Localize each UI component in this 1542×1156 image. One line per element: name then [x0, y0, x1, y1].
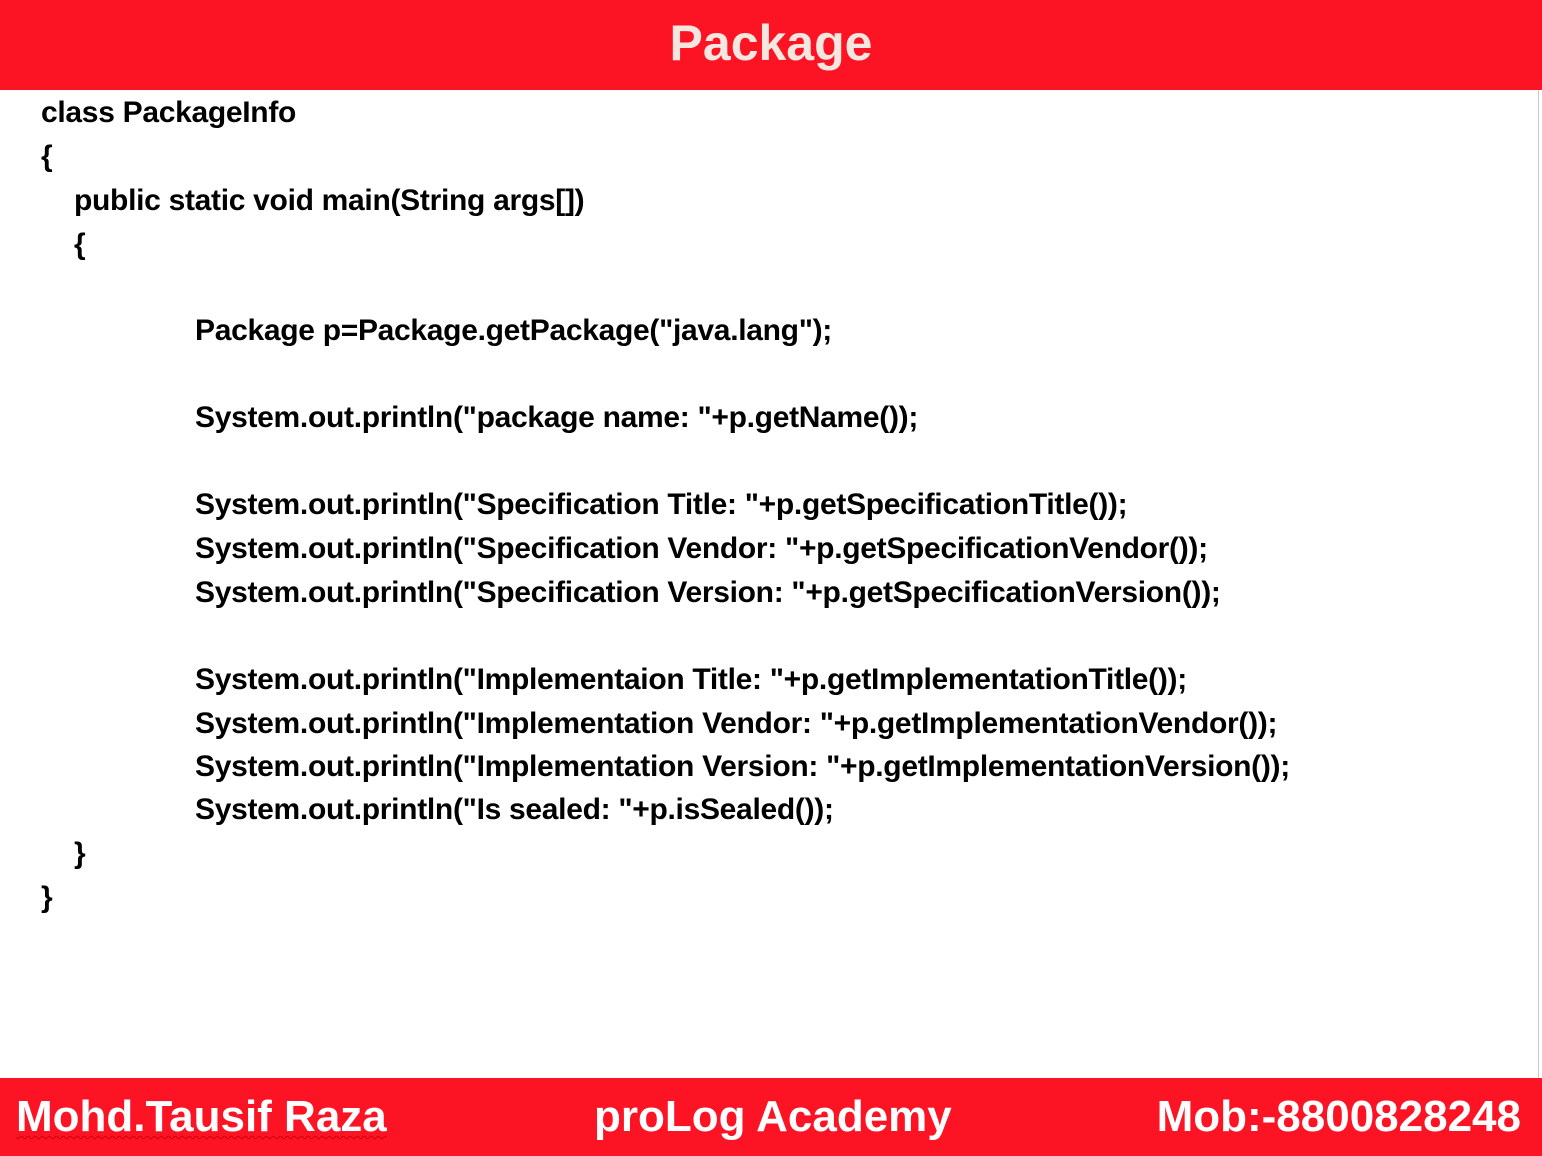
code-block: class PackageInfo { public static void m… [41, 96, 1290, 914]
footer-author: Mohd.Tausif Raza [16, 1092, 387, 1141]
header-banner: Package [0, 0, 1542, 90]
code-line-print-spec-vendor: System.out.println("Specification Vendor… [195, 532, 1208, 565]
code-line-print-impl-version: System.out.println("Implementation Versi… [195, 750, 1290, 783]
page-title: Package [669, 15, 873, 71]
code-line-get-package: Package p=Package.getPackage("java.lang"… [195, 314, 833, 347]
code-line-class-close-brace: } [41, 881, 53, 914]
slide-edge-divider [1538, 90, 1539, 1078]
code-line-print-is-sealed: System.out.println("Is sealed: "+p.isSea… [195, 793, 834, 826]
footer-academy: proLog Academy [594, 1092, 952, 1141]
footer-banner: Mohd.Tausif Raza proLog Academy Mob:-880… [0, 1078, 1542, 1156]
code-line-print-impl-title: System.out.println("Implementaion Title:… [195, 663, 1187, 696]
code-line-class-declaration: class PackageInfo [41, 96, 297, 129]
code-line-print-spec-title: System.out.println("Specification Title:… [195, 488, 1128, 521]
code-line-main-close-brace: } [74, 837, 86, 870]
code-line-main-signature: public static void main(String args[]) [74, 184, 585, 217]
code-line-print-name: System.out.println("package name: "+p.ge… [195, 401, 919, 434]
code-line-print-impl-vendor: System.out.println("Implementation Vendo… [195, 707, 1278, 740]
code-line-print-spec-version: System.out.println("Specification Versio… [195, 576, 1221, 609]
code-line-class-open-brace: { [41, 140, 53, 173]
footer-mobile: Mob:-8800828248 [1156, 1092, 1521, 1141]
code-line-main-open-brace: { [74, 228, 86, 261]
